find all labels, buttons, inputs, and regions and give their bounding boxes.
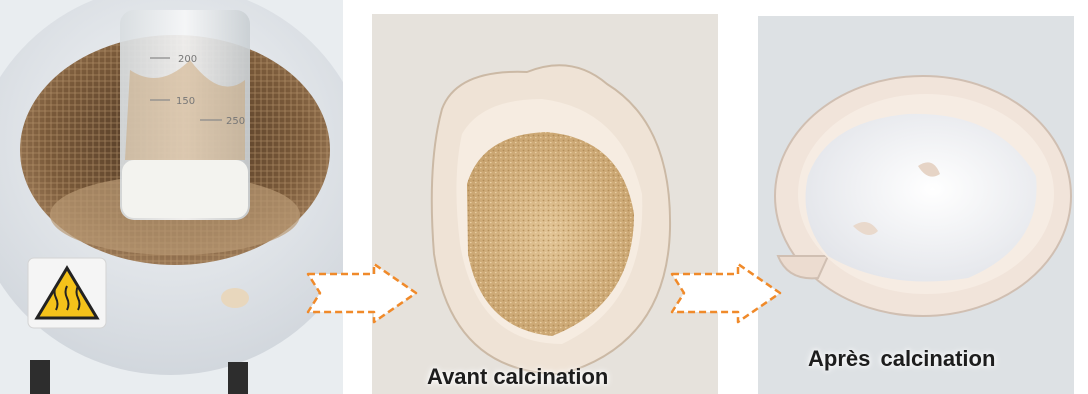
crucible-white-powder-illustration: [758, 16, 1074, 394]
after-calcination-photo: [758, 16, 1074, 394]
white-powder: [805, 113, 1037, 282]
beaker-mark-150: 150: [176, 96, 195, 107]
crucible-spout: [776, 255, 830, 280]
before-calcination-photo: [372, 14, 718, 394]
caption-after-calcination: Après calcination: [808, 346, 996, 371]
beaker-mark-200: 200: [178, 54, 197, 65]
process-arrow-1: [306, 262, 418, 324]
beaker-mark-250: 250: [226, 116, 245, 127]
crucible-brown-powder-illustration: [372, 14, 718, 394]
caption-before-calcination: Avant calcination: [427, 364, 609, 389]
heating-mantle-photo: 200 150 250: [0, 0, 343, 394]
process-arrow-2: [670, 262, 782, 324]
heating-mantle-illustration: 200 150 250: [0, 0, 343, 394]
hot-surface-warning-icon: [27, 257, 107, 329]
beaker: 200 150 250: [120, 10, 250, 220]
